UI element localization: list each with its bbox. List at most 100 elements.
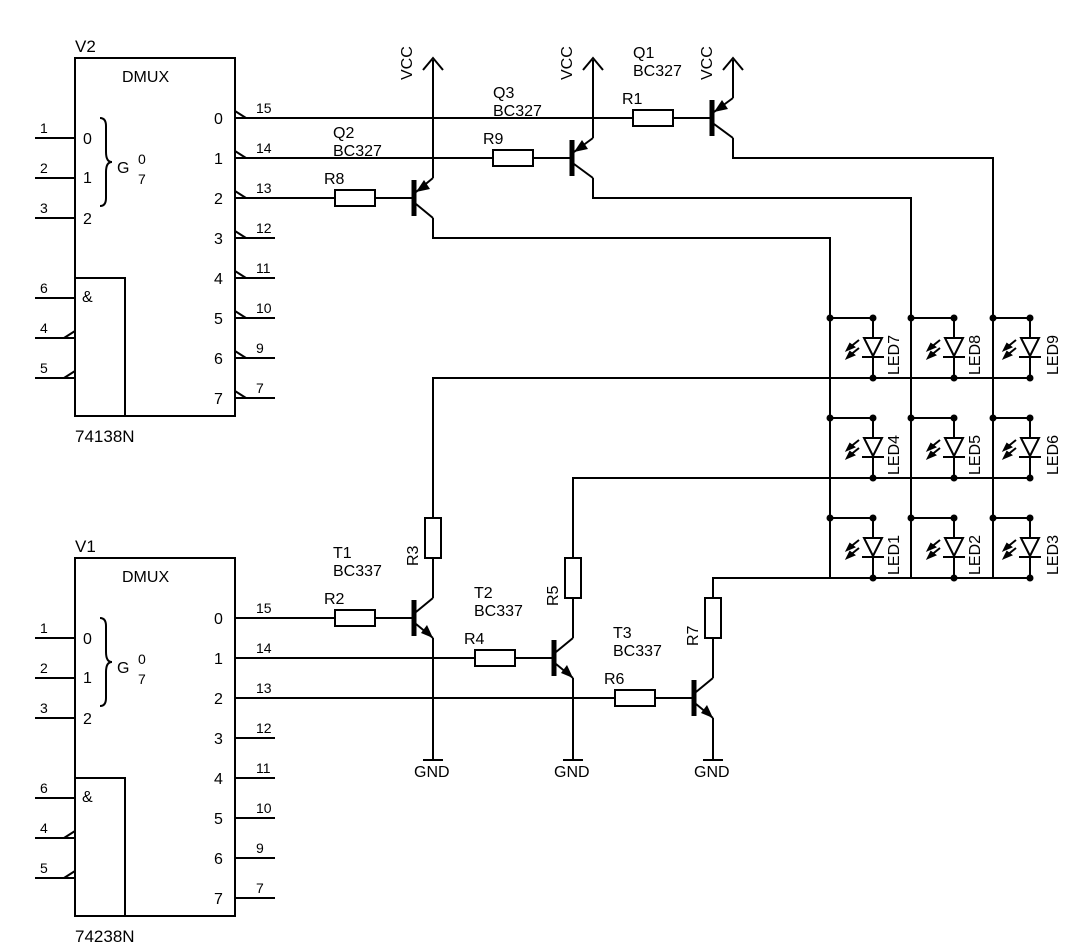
resistor-r2 bbox=[334, 609, 376, 627]
enable-and-label: & bbox=[82, 289, 93, 306]
transistor-type-q3: BC327 bbox=[493, 103, 542, 120]
resistor-label-r8: R8 bbox=[324, 171, 345, 188]
output-pin-15: 15 bbox=[256, 100, 272, 116]
decoder-v1: V1 74238N DMUX & 1 2 3 6 4 5 0 1 2 G 0 7… bbox=[35, 537, 275, 946]
output-pin-12: 12 bbox=[256, 720, 272, 736]
output-label-3: 3 bbox=[214, 731, 223, 748]
pnp-labels: Q1 BC327 Q3 BC327 Q2 BC327 bbox=[333, 45, 682, 160]
g-label: G bbox=[117, 160, 129, 177]
decoder-body bbox=[74, 557, 236, 917]
transistor-ref-q1: Q1 bbox=[633, 45, 654, 62]
output-label-2: 2 bbox=[214, 191, 223, 208]
led-9 bbox=[1001, 337, 1041, 360]
enable-pin-6: 6 bbox=[40, 780, 48, 796]
enable-and-label: & bbox=[82, 789, 93, 806]
transistor-type-q1: BC327 bbox=[633, 63, 682, 80]
enable-pin-4: 4 bbox=[40, 320, 48, 336]
output-pin-9: 9 bbox=[256, 840, 264, 856]
transistor-ref-t3: T3 bbox=[613, 625, 632, 642]
transistor-type-q2: BC327 bbox=[333, 143, 382, 160]
transistor-ref-t2: T2 bbox=[474, 585, 493, 602]
led-5 bbox=[925, 437, 965, 460]
pnp-transistors bbox=[411, 97, 734, 219]
vcc-labels: VCC VCC VCC bbox=[399, 46, 716, 80]
output-label-2: 2 bbox=[214, 691, 223, 708]
resistor-r9 bbox=[492, 149, 534, 167]
led-labels: LED7 LED8 LED9 LED4 LED5 LED6 LED1 LED2 … bbox=[886, 335, 1062, 575]
gnd-label-2: GND bbox=[554, 764, 590, 781]
led-6 bbox=[1001, 437, 1041, 460]
output-pin-12: 12 bbox=[256, 220, 272, 236]
led-7 bbox=[844, 337, 884, 360]
resistor-label-r6: R6 bbox=[604, 671, 625, 688]
vcc-label-2: VCC bbox=[559, 46, 576, 80]
output-pin-15: 15 bbox=[256, 600, 272, 616]
output-label-0: 0 bbox=[214, 111, 223, 128]
output-pin-7: 7 bbox=[256, 380, 264, 396]
vcc-label-3: VCC bbox=[699, 46, 716, 80]
led-label-2: LED2 bbox=[967, 535, 984, 575]
transistor-type-t1: BC337 bbox=[333, 563, 382, 580]
resistor-label-r5: R5 bbox=[545, 585, 562, 606]
resistors bbox=[334, 109, 722, 707]
enable-pin-6: 6 bbox=[40, 280, 48, 296]
resistor-r3 bbox=[424, 517, 442, 559]
output-pin-13: 13 bbox=[256, 680, 272, 696]
decoder-v2: V2 74138N DMUX & 1 2 3 6 4 5 0 1 2 G 0 7 bbox=[35, 37, 275, 446]
decoder-ref: V2 bbox=[75, 37, 96, 56]
resistor-label-r7: R7 bbox=[685, 625, 702, 646]
gnd-label-1: GND bbox=[414, 764, 450, 781]
resistor-labels: R1 R9 R8 R2 R4 R6 R3 R5 R7 bbox=[324, 91, 702, 688]
enable-pin-5: 5 bbox=[40, 360, 48, 376]
led-3 bbox=[1001, 537, 1041, 560]
vcc-label-1: VCC bbox=[399, 46, 416, 80]
resistor-r4 bbox=[474, 649, 516, 667]
input-pin-1: 1 bbox=[40, 620, 48, 636]
output-pin-11: 11 bbox=[256, 760, 271, 776]
decoder-part: 74238N bbox=[75, 927, 135, 946]
decoder-ref: V1 bbox=[75, 537, 96, 556]
transistor-q3 bbox=[569, 137, 594, 179]
output-pin-13: 13 bbox=[256, 180, 272, 196]
npn-transistors bbox=[411, 597, 714, 719]
led-8 bbox=[925, 337, 965, 360]
output-label-0: 0 bbox=[214, 611, 223, 628]
g-label-top: 0 bbox=[138, 151, 146, 167]
output-label-4: 4 bbox=[214, 771, 223, 788]
transistor-type-t2: BC337 bbox=[474, 603, 523, 620]
transistor-q1 bbox=[709, 97, 734, 139]
output-pin-14: 14 bbox=[256, 140, 272, 156]
input-pin-1: 1 bbox=[40, 120, 48, 136]
output-pin-10: 10 bbox=[256, 800, 272, 816]
led-label-8: LED8 bbox=[967, 335, 984, 375]
resistor-label-r4: R4 bbox=[464, 631, 485, 648]
output-pin-11: 11 bbox=[256, 260, 271, 276]
transistor-t1 bbox=[411, 597, 434, 639]
resistor-label-r1: R1 bbox=[622, 91, 643, 108]
enable-section bbox=[74, 277, 126, 417]
output-label-6: 6 bbox=[214, 351, 223, 368]
led-label-7: LED7 bbox=[886, 335, 903, 375]
npn-labels: T1 BC337 T2 BC337 T3 BC337 bbox=[333, 545, 662, 660]
decoder-title: DMUX bbox=[122, 69, 169, 86]
decoder-body bbox=[74, 57, 236, 417]
transistor-t3 bbox=[691, 677, 714, 719]
select-label-1: 1 bbox=[83, 170, 92, 187]
select-label-0: 0 bbox=[83, 131, 92, 148]
output-label-5: 5 bbox=[214, 811, 223, 828]
led-label-1: LED1 bbox=[886, 535, 903, 575]
output-pin-14: 14 bbox=[256, 640, 272, 656]
gnd-labels: GND GND GND bbox=[414, 764, 730, 781]
transistor-q2 bbox=[411, 177, 434, 219]
g-label: G bbox=[117, 660, 129, 677]
output-label-1: 1 bbox=[214, 151, 223, 168]
resistor-r8 bbox=[334, 189, 376, 207]
transistor-ref-q2: Q2 bbox=[333, 125, 354, 142]
input-pin-3: 3 bbox=[40, 700, 48, 716]
output-label-5: 5 bbox=[214, 311, 223, 328]
enable-pin-4: 4 bbox=[40, 820, 48, 836]
led-label-6: LED6 bbox=[1045, 435, 1062, 475]
output-label-6: 6 bbox=[214, 851, 223, 868]
output-label-3: 3 bbox=[214, 231, 223, 248]
